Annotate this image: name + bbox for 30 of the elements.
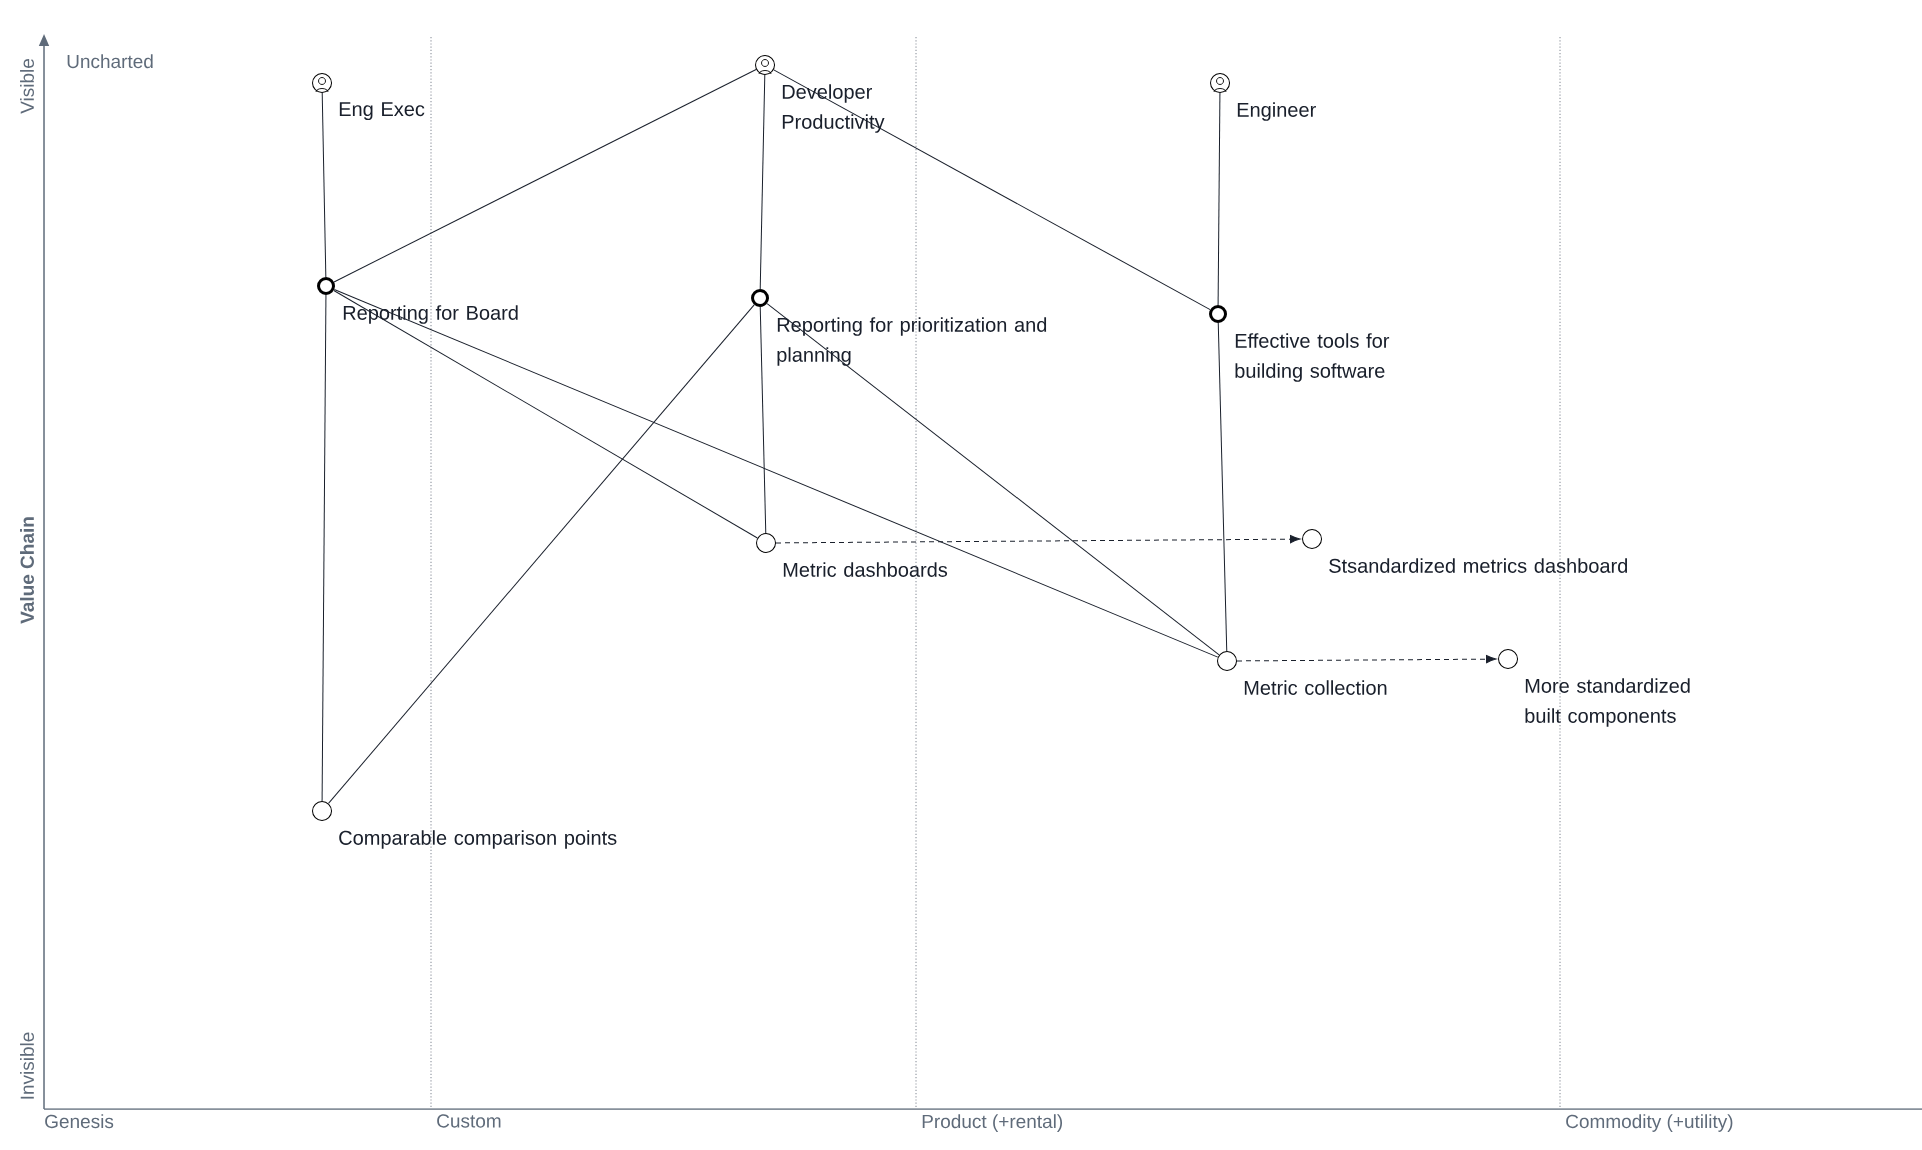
connector-line [759,74,766,290]
connector-line [321,294,327,802]
component-label: Stsandardized metrics dashboard [1329,558,1627,573]
axis-label: Uncharted [67,54,153,69]
connector-line [328,304,755,804]
component-label: Comparable comparison points [339,830,617,849]
component-label: Metric dashboards [783,562,948,577]
component-label: Eng Exec [339,102,425,121]
component-label: Metric collection [1244,680,1387,695]
axis-label: Invisible [20,1032,34,1099]
connector-line [759,306,767,534]
connector-line [333,69,757,283]
stage-label: Custom [437,1114,501,1128]
connector-line [321,92,327,278]
stage-label: Commodity (+utility) [1566,1114,1733,1132]
connector-line [773,69,1211,311]
stage-label: Product (+rental) [922,1114,1063,1132]
axis-label: Visible [20,59,34,114]
dashed-arrow [775,535,1301,544]
component-label: More standardized built components [1525,678,1690,727]
component-label: Effective tools for building software [1235,333,1390,382]
connector-line [766,303,1220,656]
component-label: Engineer [1237,102,1316,121]
stage-label: Genesis [45,1114,114,1129]
dashed-arrow [1236,655,1497,664]
connector-line [1217,322,1228,652]
connector-line [333,288,1219,658]
axis-title: Value Chain [20,517,34,624]
connector-line [1217,92,1221,306]
connector-line [333,290,758,539]
